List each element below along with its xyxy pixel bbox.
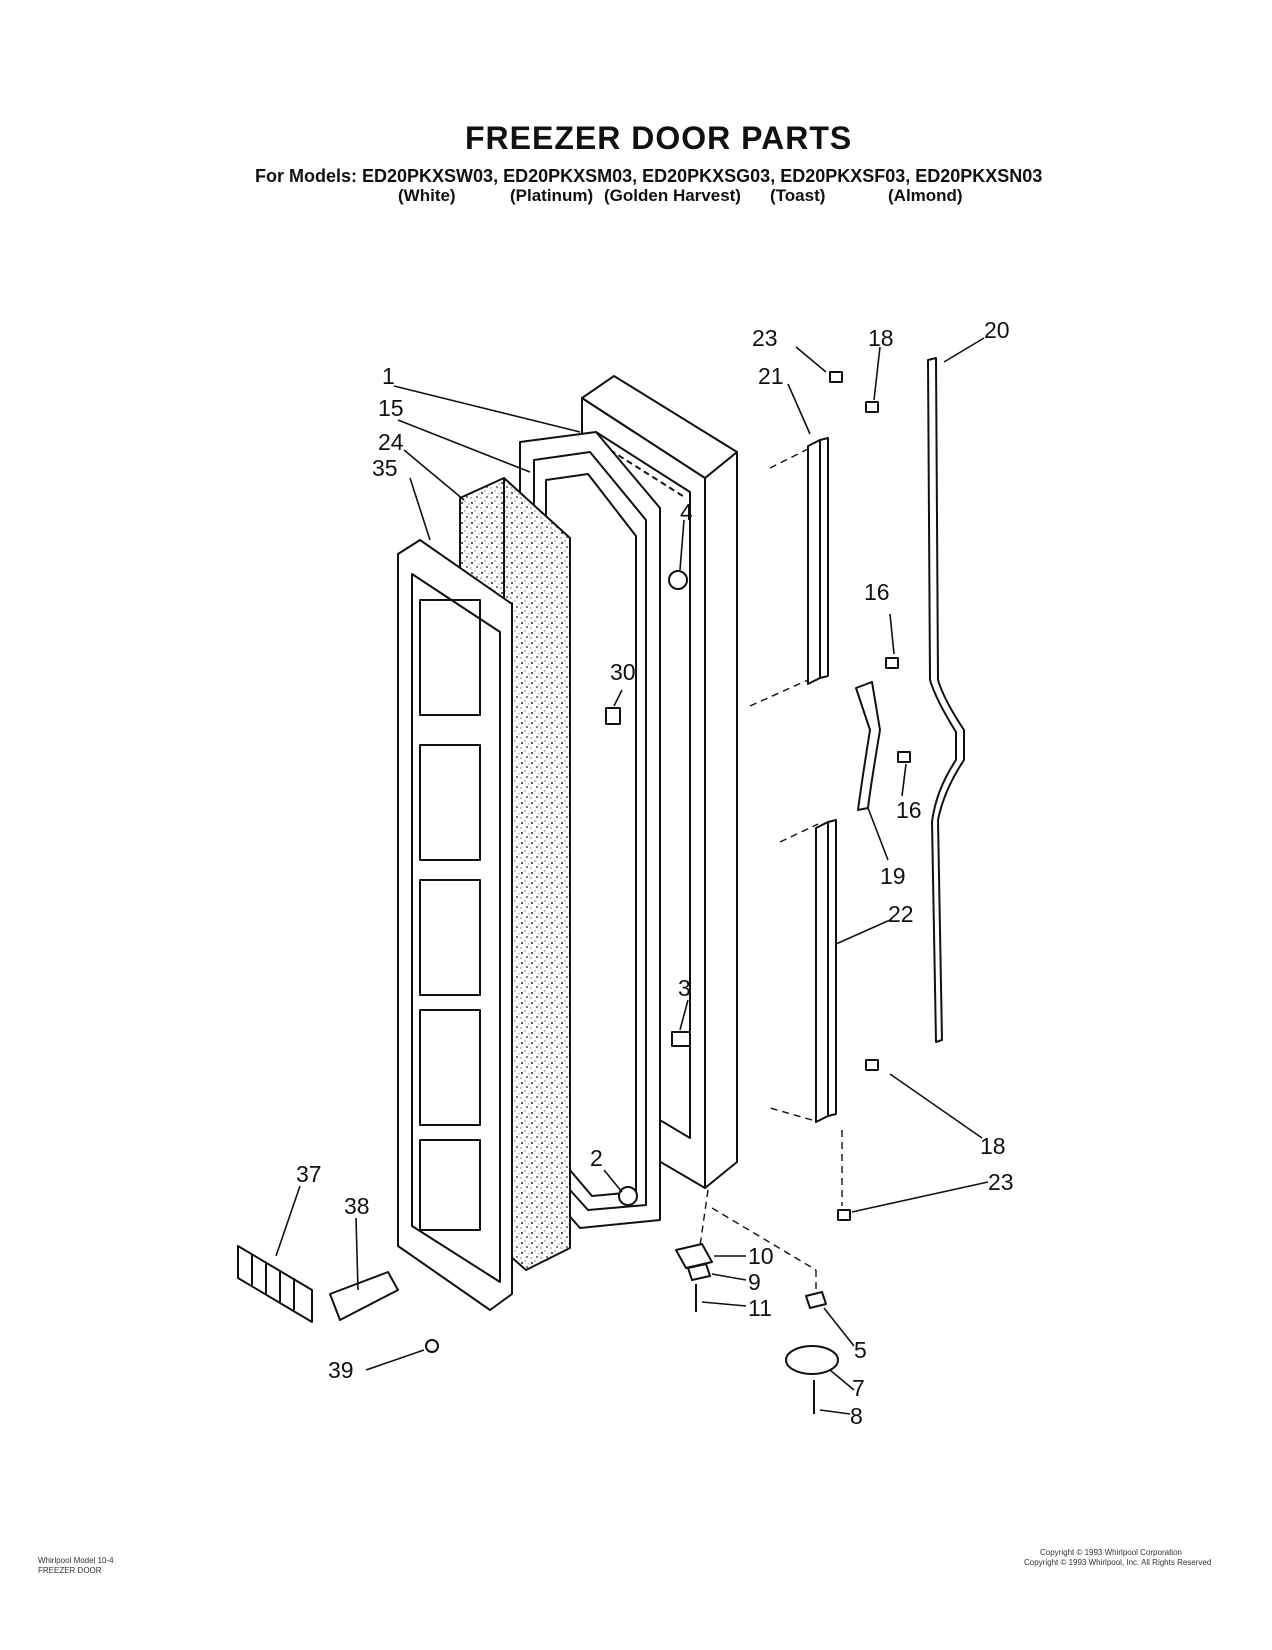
callout-1: 1 [382,363,395,389]
part-9-shim [687,1263,711,1281]
handle-bar [927,357,965,1043]
callout-18-top: 18 [868,325,894,351]
part-5-washer [805,1291,827,1309]
callout-35: 35 [372,455,398,481]
models-list: ED20PKXSW03, ED20PKXSM03, ED20PKXSG03, E… [362,166,1043,186]
callout-3: 3 [678,975,691,1001]
color-toast: (Toast) [770,186,826,205]
callout-15: 15 [378,395,404,421]
part-23-plug-top [829,371,843,383]
color-almond: (Almond) [888,186,963,205]
part-18-screw-top [865,401,879,413]
callout-16-lower: 16 [896,797,922,823]
handle-bracket [855,681,881,811]
part-18-screw-bottom [865,1059,879,1071]
part-2-bushing [618,1186,638,1206]
part-4-stop [668,570,688,590]
part-16-screw-upper [885,657,899,669]
callout-39: 39 [328,1357,354,1383]
part-37-grille [237,1245,313,1323]
part-16-screw-lower [897,751,911,763]
color-golden-harvest: (Golden Harvest) [604,186,741,205]
part-10-hinge-plate [675,1243,713,1269]
callout-18-bottom: 18 [980,1133,1006,1159]
footer-left-line2: FREEZER DOOR [38,1566,102,1575]
part-38-bracket [329,1271,399,1321]
callout-9: 9 [748,1269,761,1295]
callout-16-upper: 16 [864,579,890,605]
part-7-hinge [785,1345,839,1375]
callout-8: 8 [850,1403,863,1429]
callout-5: 5 [854,1337,867,1363]
callout-38: 38 [344,1193,370,1219]
part-23-plug-bottom [837,1209,851,1221]
part-30-bracket [605,707,621,725]
footer-right-line2: Copyright © 1993 Whirlpool, Inc. All Rig… [1024,1558,1212,1567]
inner-door-liner [397,539,513,1311]
callout-22: 22 [888,901,914,927]
callout-7: 7 [852,1375,865,1401]
color-white: (White) [398,186,456,205]
footer-right-line1: Copyright © 1993 Whirlpool Corporation [1040,1548,1182,1557]
callout-2: 2 [590,1145,603,1171]
handle-trim-lower [815,821,829,1123]
callout-37: 37 [296,1161,322,1187]
callout-30: 30 [610,659,636,685]
callout-11: 11 [748,1295,772,1321]
models-label: For Models: [255,166,357,186]
part-39-screw [425,1339,439,1353]
callout-4: 4 [680,499,693,525]
callout-23-bottom: 23 [988,1169,1014,1195]
handle-trim-upper [807,439,821,685]
callout-10: 10 [748,1243,774,1269]
footer-left-line1: Whirlpool Model 10-4 [38,1556,114,1565]
callout-23-top: 23 [752,325,778,351]
callout-24: 24 [378,429,404,455]
callout-20: 20 [984,317,1010,343]
page-title: FREEZER DOOR PARTS [465,120,853,156]
callout-21: 21 [758,363,784,389]
part-3-clip [671,1031,691,1047]
models-line: For Models: ED20PKXSW03, ED20PKXSM03, ED… [255,166,1042,187]
callout-19: 19 [880,863,906,889]
color-platinum: (Platinum) [510,186,594,205]
